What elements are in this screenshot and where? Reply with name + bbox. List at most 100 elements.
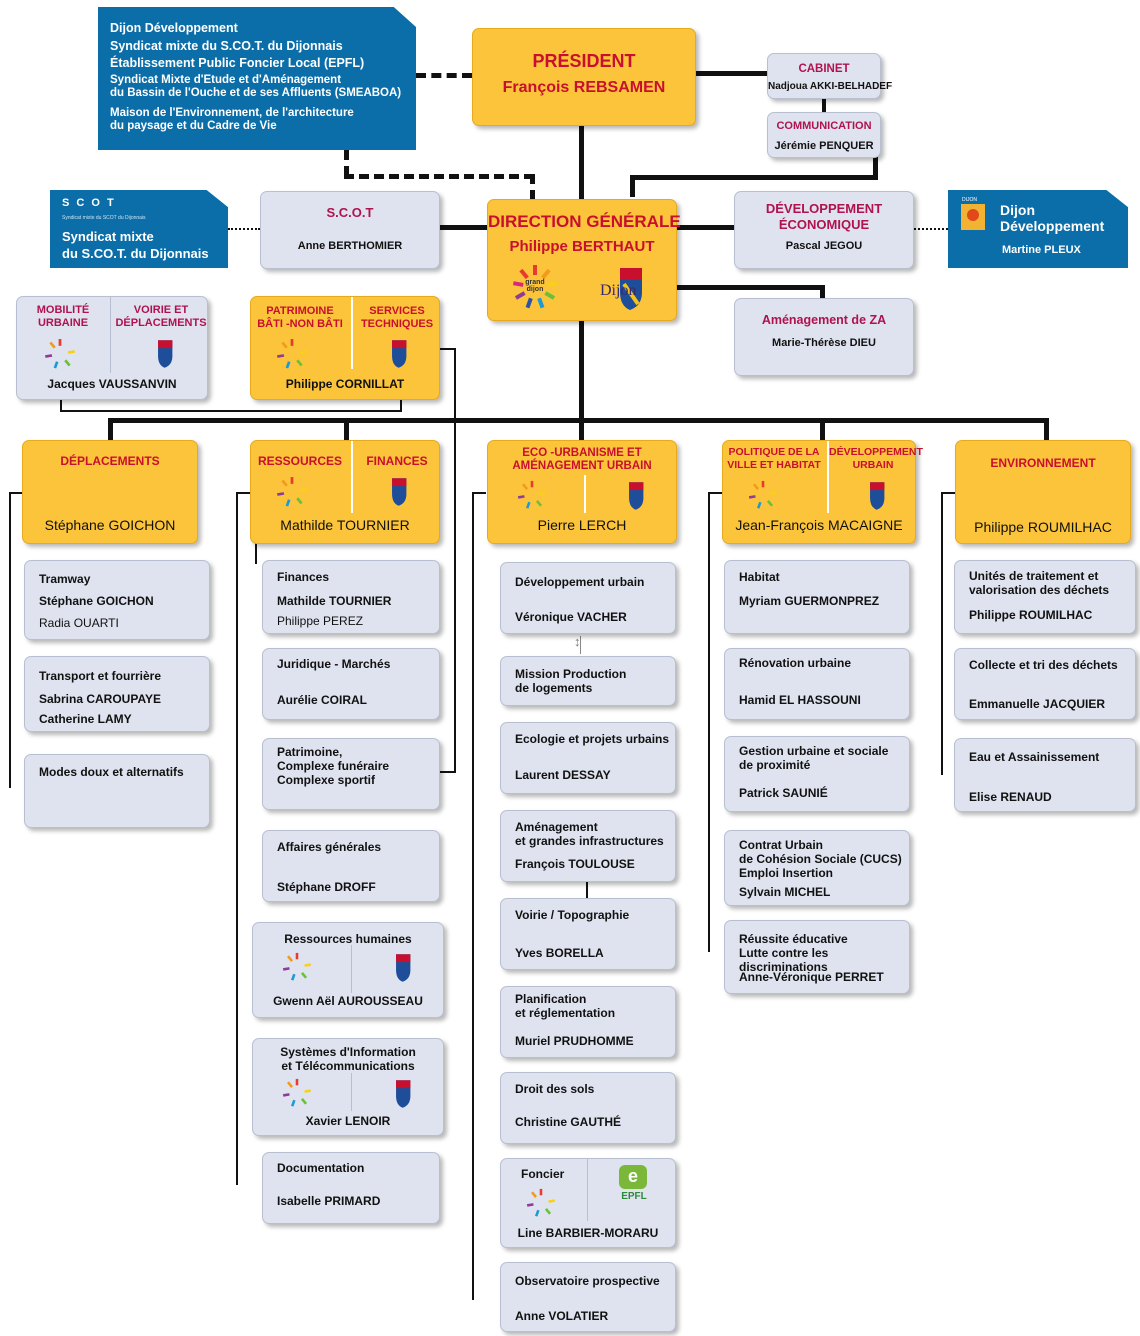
amenagement-za-box: Aménagement de ZA Marie-Thérèse DIEU: [734, 298, 914, 376]
dijon-shield-icon: [616, 481, 646, 511]
president-title: PRÉSIDENT: [532, 51, 636, 71]
mobilite-voirie-box: MOBILITÉ URBAINE VOIRIE ET DÉPLACEMENTS …: [16, 296, 208, 400]
dijon-shield-icon: [145, 339, 175, 369]
service-droit-sols: Droit des sols Christine GAUTHÉ: [500, 1072, 676, 1144]
cabinet-name: Nadjoua AKKI-BELHADEF: [768, 81, 893, 92]
service-person: Philippe ROUMILHAC: [969, 608, 1093, 622]
service-person: Aurélie COIRAL: [277, 693, 368, 707]
scot-box: S.C.O.T Anne BERTHOMIER: [260, 191, 440, 269]
dev-eco-name: Pascal JEGOU: [785, 240, 863, 252]
service-title: Foncier: [521, 1167, 565, 1181]
service-title: Unités de traitement et valorisation des…: [969, 569, 1110, 597]
mobilite-title: MOBILITÉ URBAINE: [36, 304, 90, 329]
service-ressources-humaines: Ressources humaines Gwenn Aël AUROUSSEAU: [252, 922, 444, 1018]
service-title: Habitat: [739, 570, 780, 584]
service-title: Eau et Assainissement: [969, 750, 1100, 764]
service-juridique: Juridique - Marchés Aurélie COIRAL: [262, 648, 440, 720]
scot-logo: S C O T: [62, 197, 116, 209]
service-title: Affaires générales: [277, 840, 382, 854]
service-title: Planification et réglementation: [515, 992, 616, 1020]
grand-dijon-logo-icon: grand dijon: [510, 262, 560, 312]
service-person: Gwenn Aël AUROUSSEAU: [273, 994, 423, 1008]
dijon-shield-icon: [383, 1079, 413, 1109]
dijon-shield-icon: [379, 477, 409, 507]
grand-dijon-logo-icon: [747, 479, 779, 511]
service-renovation-urbaine: Rénovation urbaine Hamid EL HASSOUNI: [724, 648, 910, 720]
patrimoine-title: PATRIMOINE BÂTI -NON BÂTI: [257, 305, 343, 330]
service-person: Hamid EL HASSOUNI: [739, 693, 861, 707]
scot-logo-caption: Syndicat mixte du SCOT du Dijonnais: [62, 215, 146, 221]
service-mission-logements: Mission Production de logements: [500, 656, 676, 706]
service-title: Patrimoine, Complexe funéraire Complexe …: [277, 745, 390, 787]
service-affaires-generales: Affaires générales Stéphane DROFF: [262, 830, 440, 902]
service-person: Anne VOLATIER: [515, 1309, 609, 1323]
service-transport: Transport et fourrière Sabrina CAROUPAYE…: [24, 656, 210, 732]
service-contrat-urbain: Contrat Urbain de Cohésion Sociale (CUCS…: [724, 830, 910, 906]
service-gestion-urbaine: Gestion urbaine et sociale de proximité …: [724, 736, 910, 812]
dept-head: Mathilde TOURNIER: [280, 517, 410, 533]
service-voirie-topographie: Voirie / Topographie Yves BORELLA: [500, 898, 676, 970]
grand-dijon-logo-icon: [516, 479, 548, 511]
service-title: Ecologie et projets urbains: [515, 732, 670, 746]
cabinet-box: CABINET Nadjoua AKKI-BELHADEF: [767, 53, 893, 99]
services-techniques-title: SERVICES TECHNIQUES: [360, 305, 434, 330]
service-title: Documentation: [277, 1161, 365, 1175]
grand-dijon-logo-icon: [281, 951, 313, 983]
service-patrimoine: Patrimoine, Complexe funéraire Complexe …: [262, 738, 440, 810]
scot-syndicat-title: Syndicat mixte du S.CO.T. du Dijonnais: [62, 229, 209, 261]
dijon-dev-name: Martine PLEUX: [1002, 244, 1081, 256]
epfl-logo-icon: e EPFL: [617, 1165, 651, 1205]
service-person: Sylvain MICHEL: [739, 885, 831, 899]
service-modes-doux: Modes doux et alternatifs: [24, 754, 210, 828]
grand-dijon-logo-icon: [43, 337, 77, 371]
communication-name: Jérémie PENQUER: [774, 140, 874, 152]
service-tramway: Tramway Stéphane GOICHON Radia OUARTI: [24, 560, 210, 640]
dept-ressources-finances: RESSOURCES FINANCES Mathilde TOURNIER: [250, 440, 440, 544]
service-person: Philippe PEREZ: [277, 614, 364, 628]
service-title: Collecte et tri des déchets: [969, 658, 1118, 672]
service-developpement-urbain: Développement urbain Véronique VACHER: [500, 562, 676, 634]
service-person: Catherine LAMY: [39, 712, 132, 726]
service-title: Tramway: [39, 572, 91, 586]
service-person: Anne-Véronique PERRET: [739, 970, 884, 984]
grand-dijon-logo-icon: [281, 1077, 313, 1109]
service-observatoire: Observatoire prospective Anne VOLATIER: [500, 1262, 676, 1332]
service-title: Réussite éducative Lutte contre les disc…: [739, 932, 848, 974]
service-planification: Planification et réglementation Muriel P…: [500, 986, 676, 1058]
service-person: Xavier LENOIR: [305, 1114, 391, 1128]
service-person: Mathilde TOURNIER: [277, 594, 392, 608]
service-person: Emmanuelle JACQUIER: [969, 697, 1106, 711]
grand-dijon-logo-icon: [525, 1187, 557, 1219]
service-reussite-educative: Réussite éducative Lutte contre les disc…: [724, 920, 910, 994]
service-eau-assainissement: Eau et Assainissement Elise RENAUD: [954, 738, 1136, 812]
dept-head: Pierre LERCH: [537, 517, 627, 533]
dept-deplacements: DÉPLACEMENTS Stéphane GOICHON: [22, 440, 198, 544]
service-person: Elise RENAUD: [969, 790, 1052, 804]
direction-generale-box: DIRECTION GÉNÉRALE Philippe BERTHAUT gra…: [487, 199, 681, 321]
dept-environnement: ENVIRONNEMENT Philippe ROUMILHAC: [955, 440, 1131, 544]
partner-dijon-dev: Dijon Développement: [110, 21, 238, 35]
scot-syndicat-box: S C O T Syndicat mixte du SCOT du Dijonn…: [50, 190, 228, 268]
service-person: Myriam GUERMONPREZ: [739, 594, 880, 608]
service-person: François TOULOUSE: [515, 857, 635, 871]
cabinet-title: CABINET: [798, 63, 850, 75]
service-documentation: Documentation Isabelle PRIMARD: [262, 1152, 440, 1224]
dijon-shield-icon: [379, 339, 409, 369]
communication-title: COMMUNICATION: [776, 120, 872, 132]
grand-dijon-logo-icon: [275, 337, 309, 371]
dept-title-left: RESSOURCES: [257, 454, 343, 468]
partners-box: Dijon Développement Syndicat mixte du S.…: [98, 7, 416, 150]
dept-title: ECO -URBANISME ET AMÉNAGEMENT URBAIN: [512, 447, 652, 472]
amenagement-za-title: Aménagement de ZA: [761, 313, 887, 327]
partner-epfl: Établissement Public Foncier Local (EPFL…: [110, 56, 365, 70]
service-ecologie: Ecologie et projets urbains Laurent DESS…: [500, 722, 676, 794]
service-title: Systèmes d'Information et Télécommunicat…: [280, 1045, 416, 1073]
dept-politique-ville: POLITIQUE DE LA VILLE ET HABITAT DÉVELOP…: [722, 440, 923, 544]
dept-title: DÉPLACEMENTS: [60, 454, 160, 468]
patrimoine-services-box: PATRIMOINE BÂTI -NON BÂTI SERVICES TECHN…: [250, 296, 440, 400]
amenagement-za-name: Marie-Thérèse DIEU: [772, 337, 876, 349]
service-title: Aménagement et grandes infrastructures: [515, 820, 664, 848]
dev-eco-title: DÉVELOPPEMENT ÉCONOMIQUE: [765, 201, 883, 232]
service-person: Stéphane DROFF: [277, 880, 376, 894]
grand-dijon-logo-icon: [275, 475, 309, 509]
